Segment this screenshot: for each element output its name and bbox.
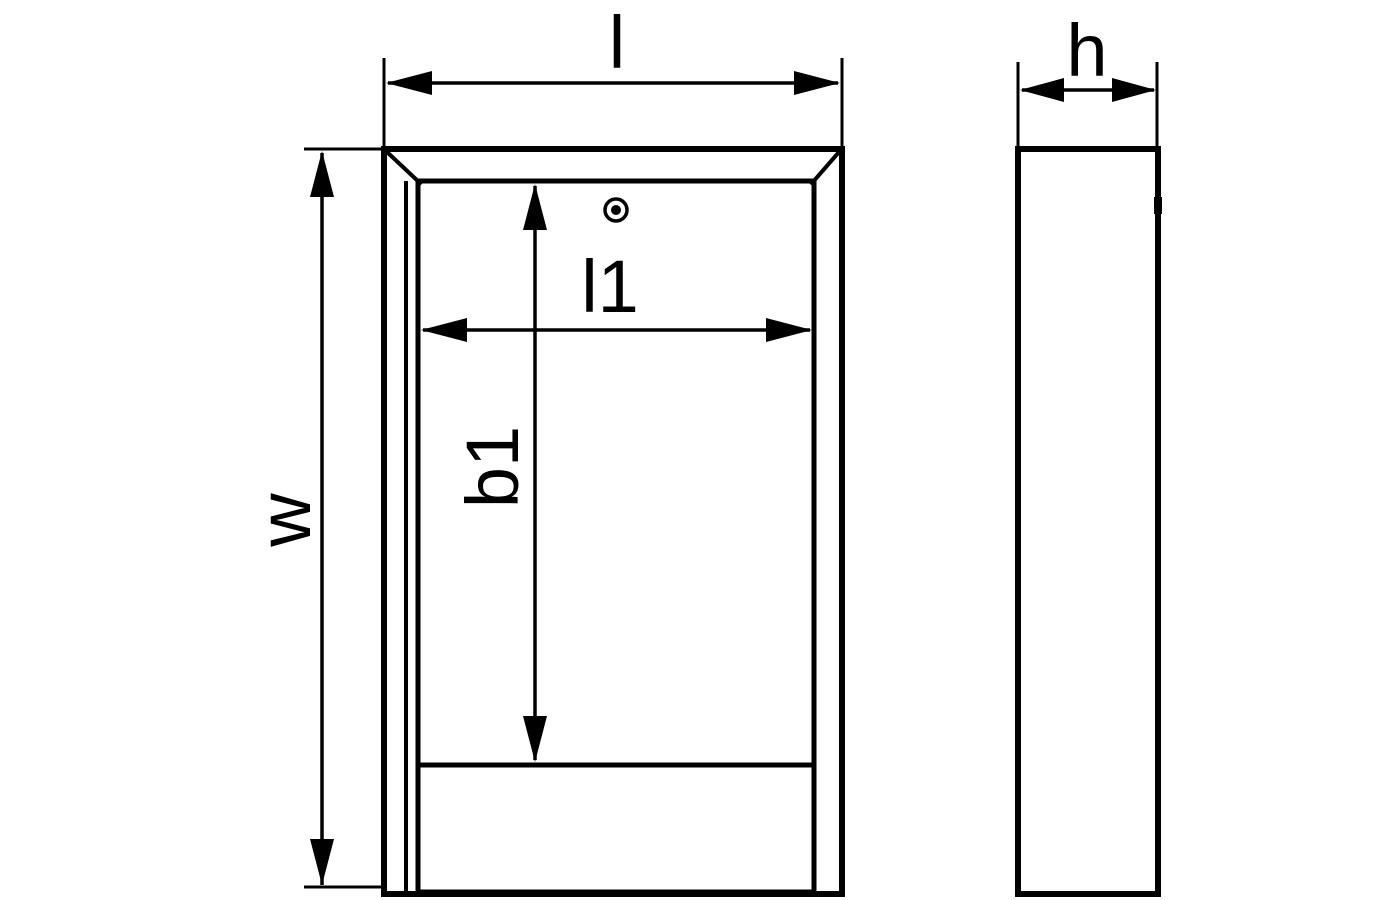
dimension-l: l: [382, 1, 844, 147]
dim-w-label: w: [243, 493, 326, 548]
dim-h-label: h: [1066, 9, 1107, 92]
dimension-w: w: [243, 147, 382, 889]
frame-chamfer-right-line: [809, 149, 842, 186]
dim-b1-label: b1: [451, 426, 534, 508]
dim-l1-arrowhead-right: [766, 318, 812, 342]
door-panel-outline: [415, 178, 817, 895]
lock-inner-dot: [611, 205, 621, 215]
side-panel-outline: [1015, 146, 1161, 897]
dim-l-arrowhead-left: [386, 71, 432, 95]
lock-outer-ring: [603, 197, 629, 223]
frame-chamfer-left-line: [384, 149, 423, 186]
side-view: [1015, 146, 1162, 897]
dim-l1-label: l1: [581, 245, 639, 328]
dimension-l1: l1: [421, 245, 812, 342]
dim-h-arrowhead-right: [1112, 78, 1156, 102]
dim-w-arrowhead-bottom: [310, 839, 334, 885]
dimension-b1: b1: [451, 184, 547, 762]
lock-icon: [603, 197, 629, 223]
dim-l-arrowhead-right: [794, 71, 840, 95]
dim-l-label: l: [609, 1, 625, 84]
dim-h-arrowhead-left: [1020, 78, 1064, 102]
dim-b1-arrowhead-top: [523, 184, 547, 230]
dimension-h: h: [1016, 9, 1159, 147]
front-view: [381, 146, 845, 897]
wall-clip-mark: [1154, 197, 1162, 214]
dim-b1-arrowhead-bottom: [523, 716, 547, 762]
dim-l1-arrowhead-left: [421, 318, 467, 342]
dim-w-arrowhead-top: [310, 151, 334, 197]
